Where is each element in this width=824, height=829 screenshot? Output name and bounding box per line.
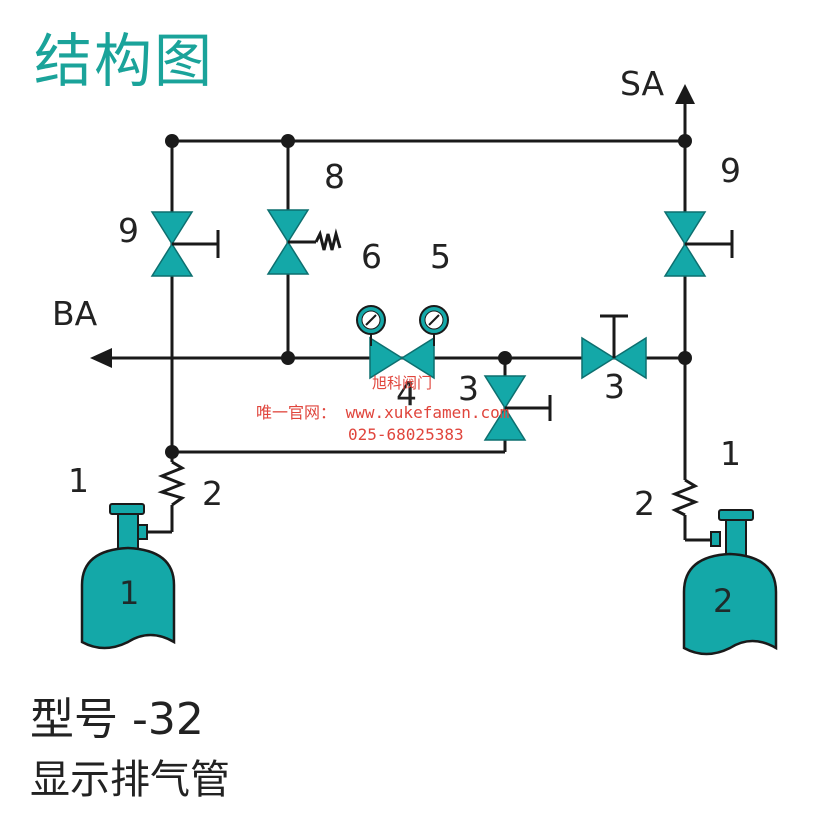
coil-left-icon xyxy=(157,460,187,507)
relief-valve-8-icon xyxy=(266,209,342,275)
valve-9-left-icon xyxy=(150,211,220,277)
valve-3-right-icon xyxy=(581,314,647,380)
regulator-4-icon xyxy=(369,334,435,380)
valve-3-mid-icon xyxy=(483,375,552,441)
label-3-right: 3 xyxy=(604,367,625,406)
description-label: 显示排气管 xyxy=(30,757,230,803)
ba-label: BA xyxy=(52,294,98,333)
label-1-right: 1 xyxy=(720,434,741,473)
watermark-phone: 025-68025383 xyxy=(348,425,464,444)
label-6: 6 xyxy=(361,237,382,276)
label-8: 8 xyxy=(324,157,345,196)
valve-9-right-icon xyxy=(663,211,734,277)
page-title: 结构图 xyxy=(34,27,215,95)
cylinder-2-label: 2 xyxy=(713,582,733,620)
watermark-site: 唯一官网： www.xukefamen.com xyxy=(256,403,509,422)
label-1-left: 1 xyxy=(68,461,89,500)
label-9-left: 9 xyxy=(118,211,139,250)
label-9-right: 9 xyxy=(720,151,741,190)
label-5: 5 xyxy=(430,237,451,276)
sa-arrow-icon xyxy=(675,84,695,104)
coil-right-icon xyxy=(670,478,700,517)
label-3-mid: 3 xyxy=(458,369,479,408)
label-2-right: 2 xyxy=(634,484,655,523)
watermark-brand: 旭科阀门 xyxy=(372,374,432,392)
label-4: 4 xyxy=(396,374,417,413)
gauge-6-icon xyxy=(356,305,386,335)
sa-label: SA xyxy=(620,64,665,103)
cylinder-1-icon xyxy=(80,503,176,650)
gauge-5-icon xyxy=(419,305,449,335)
ba-arrow-icon xyxy=(90,348,112,368)
pipe-lines xyxy=(110,100,712,542)
model-label: 型号 -32 xyxy=(30,694,204,745)
label-2-left: 2 xyxy=(202,474,223,513)
cylinder-2-icon xyxy=(682,509,778,656)
junction-dots xyxy=(165,134,692,459)
cylinder-1-label: 1 xyxy=(119,574,139,612)
